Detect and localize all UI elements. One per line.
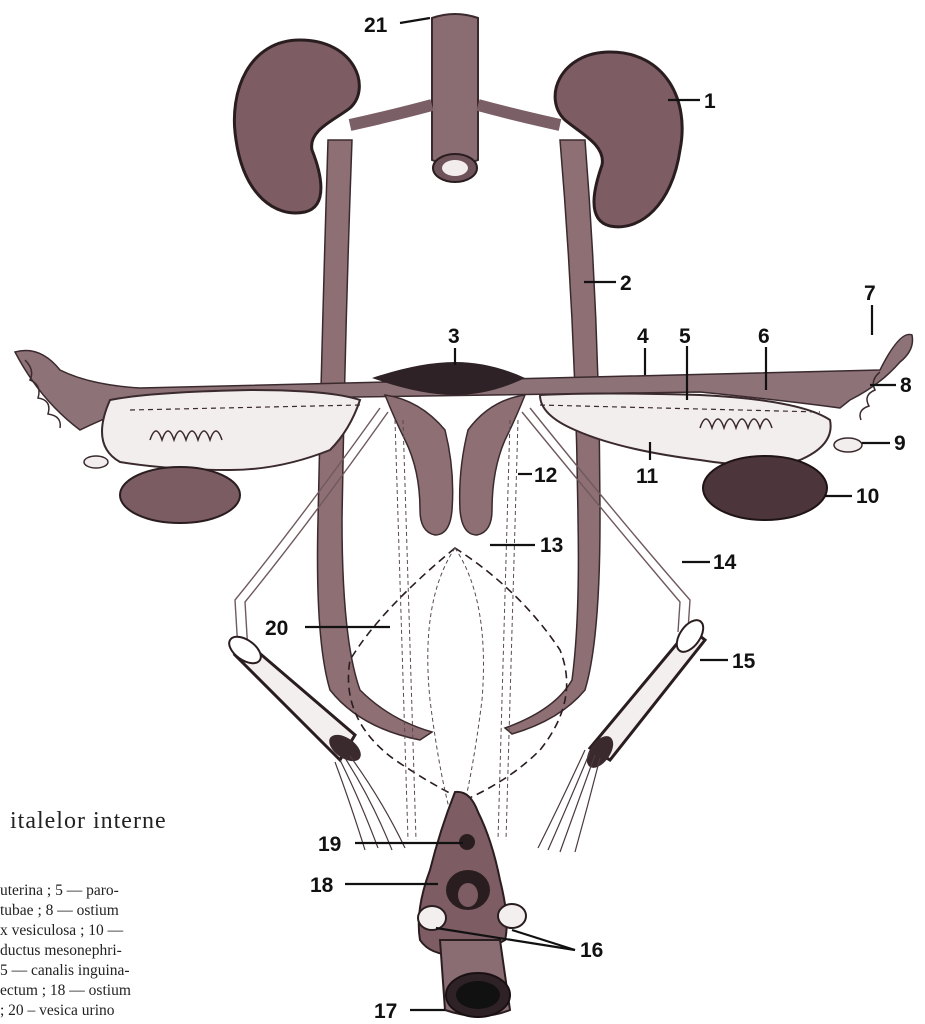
caption-title: italelor interne [10, 808, 167, 835]
caption-line: x vesiculosa ; 10 — [0, 922, 123, 940]
inguinal-canal-right [581, 616, 708, 773]
label-19: 19 [318, 833, 341, 856]
label-17: 17 [374, 1000, 397, 1023]
label-8: 8 [900, 374, 912, 397]
caption-line: ; 20 – vesica urino [0, 1002, 115, 1020]
label-16: 16 [580, 939, 603, 962]
caption-line: ductus mesonephri- [0, 942, 122, 960]
label-12: 12 [534, 464, 557, 487]
caption-line: 5 — canalis inguina- [0, 962, 130, 980]
caption-line: tubae ; 8 — ostium [0, 902, 119, 920]
label-10: 10 [856, 485, 879, 508]
label-21: 21 [364, 14, 388, 37]
label-6: 6 [758, 325, 770, 348]
urinary-bladder [348, 548, 566, 800]
label-11: 11 [636, 465, 659, 488]
label-13: 13 [540, 534, 563, 557]
label-15: 15 [732, 650, 756, 673]
label-18: 18 [310, 874, 334, 897]
caption-line: uterina ; 5 — paro- [0, 882, 119, 900]
fine-ducts [395, 420, 518, 840]
label-4: 4 [637, 325, 649, 348]
caption-line: ectum ; 18 — ostium [0, 982, 131, 1000]
label-1: 1 [704, 90, 716, 113]
aorta [350, 14, 560, 182]
label-3: 3 [448, 325, 460, 348]
mesonephric-ducts [318, 140, 601, 740]
label-20: 20 [265, 617, 288, 640]
label-14: 14 [713, 551, 737, 574]
label-5: 5 [679, 325, 691, 348]
label-2: 2 [620, 272, 632, 295]
label-7: 7 [864, 282, 876, 305]
rectum [440, 940, 510, 1017]
label-9: 9 [894, 432, 906, 455]
